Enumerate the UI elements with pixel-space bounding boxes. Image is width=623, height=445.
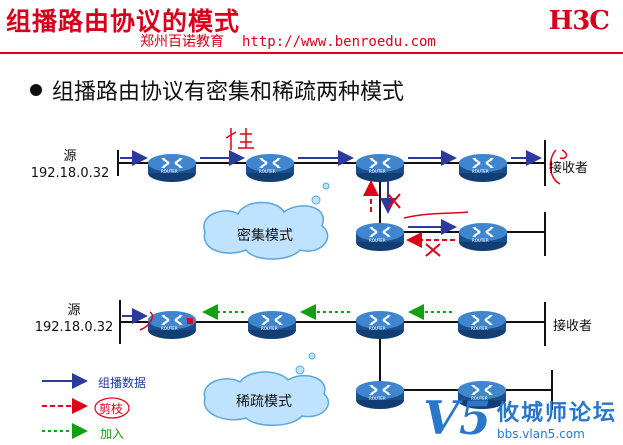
router-icon [458,153,508,183]
router-label: ROUTER [369,238,386,243]
watermark-name: 郑州百诺教育 [140,34,224,50]
legend-join-label: 加入 [100,427,125,441]
handwritten-stroke [139,311,154,331]
router-icon [245,153,295,183]
router-label: ROUTER [369,169,386,174]
handwritten-stroke [549,149,568,185]
router-icon [355,380,405,410]
router-label: ROUTER [261,326,278,331]
sparse-source: 源 192.18.0.32 [30,302,118,336]
router-label: ROUTER [471,396,488,401]
bullet-icon [30,84,42,96]
dense-receiver-label: 接收者 [549,161,589,176]
footer-watermark: V5 攸城师论坛 bbs.vlan5.com [423,395,617,441]
headline-text: 组播路由协议有密集和稀疏两种模式 [52,80,405,105]
router-icon [355,310,405,340]
dense-cloud [203,201,329,260]
sparse-cloud-label: 稀疏模式 [236,394,292,410]
router-label: ROUTER [472,169,489,174]
watermark-url: http://www.benroedu.com [242,34,436,50]
handwritten-circle [94,397,130,419]
router-label: ROUTER [259,169,276,174]
legend-multicast-label: 组播数据 [98,376,147,390]
router-icon [457,310,507,340]
router-label: ROUTER [472,238,489,243]
header-rule [0,52,623,54]
sparse-source-ip: 192.18.0.32 [34,320,114,335]
router-label: ROUTER [369,326,386,331]
h3c-logo: H3C [548,6,610,36]
handwritten-stroke [403,211,469,219]
router-label: ROUTER [471,326,488,331]
watermark: 郑州百诺教育 http://www.benroedu.com [140,31,436,51]
router-icon [147,310,197,340]
cloud-bubble [311,195,321,205]
router-icon [355,222,405,252]
cloud-bubble [308,352,316,360]
sparse-cloud [203,371,330,426]
v5-logo: V5 [423,391,491,445]
sparse-mode-diagram [119,300,553,426]
footer-text: 攸城师论坛 bbs.vlan5.com [497,395,617,441]
cross-mark-icon [387,193,401,209]
cross-mark-icon [425,243,441,257]
legend-prune-label: 剪枝 [99,402,124,416]
router-icon [247,310,297,340]
dense-source-ip: 192.18.0.32 [30,166,110,181]
dense-source: 源 192.18.0.32 [30,148,110,182]
router-icon [147,153,197,183]
footer-site-name: 攸城师论坛 [496,401,617,426]
sparse-source-label: 源 [67,303,81,318]
legend [42,373,130,439]
router-icon [355,153,405,183]
headline: 组播路由协议有密集和稀疏两种模式 [30,74,404,106]
dense-source-label: 源 [63,149,77,164]
handwritten-mark [187,318,193,324]
router-label: ROUTER [369,396,386,401]
footer-site-url: bbs.vlan5.com [496,427,585,441]
router-label: ROUTER [161,169,178,174]
router-label: ROUTER [161,326,178,331]
dense-mode-diagram [117,128,568,260]
page-title: 组播路由协议的模式 [6,7,241,36]
handwritten-stroke [225,128,254,150]
dense-cloud-label: 密集模式 [237,228,293,244]
cloud-bubble [322,182,330,190]
router-icon [458,222,508,252]
cloud-bubble [295,365,305,375]
sparse-receiver-label: 接收者 [553,319,593,334]
